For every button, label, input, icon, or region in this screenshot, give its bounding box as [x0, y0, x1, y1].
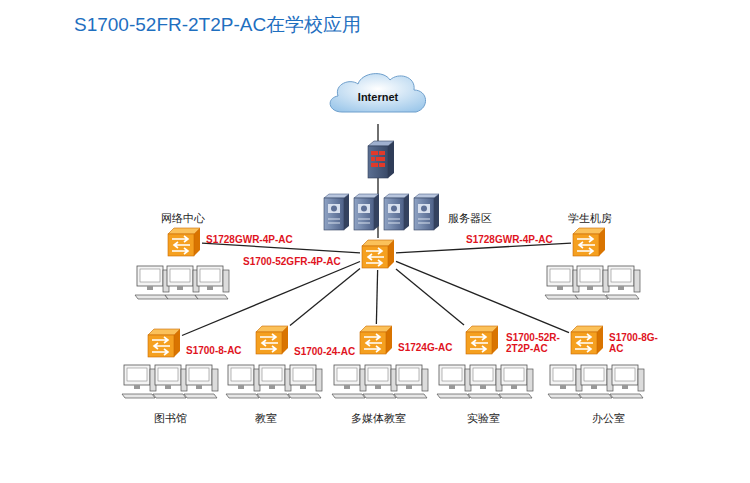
switch-node: S1728GWR-4P-AC: [166, 226, 202, 258]
switch-node: S1724G-AC: [358, 324, 394, 356]
cloud-node: Internet: [322, 66, 434, 124]
cloud-label: Internet: [322, 91, 434, 103]
network-link: [290, 269, 360, 326]
model-label: S1724G-AC: [398, 342, 452, 353]
server-group: [324, 194, 439, 230]
switch-icon: [254, 324, 290, 356]
network-link: [376, 270, 377, 324]
switch-node: S1728GWR-4P-AC: [571, 226, 607, 258]
pc-group: [122, 266, 644, 398]
switch-node: S1700-24-AC: [254, 324, 290, 356]
place-label: 图书馆: [154, 411, 187, 426]
place-label: 教室: [255, 411, 277, 426]
model-label: S1700-24-AC: [294, 346, 355, 357]
place-label: 实验室: [467, 411, 500, 426]
network-link: [396, 269, 464, 325]
place-label: 网络中心: [161, 211, 205, 226]
switch-icon: [166, 226, 202, 258]
network-link: [182, 261, 360, 335]
place-label: 服务器区: [448, 211, 492, 226]
switch-icon: [569, 324, 605, 356]
place-label: 办公室: [592, 411, 625, 426]
model-label: S1700-8-AC: [186, 345, 242, 356]
switch-icon: [358, 324, 394, 356]
switch-icon: [146, 327, 182, 359]
place-label: 学生机房: [568, 211, 612, 226]
model-label: S1728GWR-4P-AC: [466, 234, 553, 245]
switch-icon: [571, 226, 607, 258]
switch-node: S1700-52GFR-4P-AC: [360, 238, 396, 270]
switch-icon: [360, 238, 396, 270]
model-label: S1700-52R-2T2P-AC: [506, 332, 564, 354]
model-label: S1700-8G-AC: [609, 332, 661, 354]
switch-icon: [464, 324, 500, 356]
diagram-title: S1700-52FR-2T2P-AC在学校应用: [74, 12, 361, 38]
network-link: [396, 261, 569, 332]
switch-node: S1700-8G-AC: [569, 324, 605, 356]
model-label: S1728GWR-4P-AC: [206, 234, 293, 245]
switch-node: S1700-52R-2T2P-AC: [464, 324, 500, 356]
switch-node: S1700-8-AC: [146, 327, 182, 359]
place-label: 多媒体教室: [351, 411, 406, 426]
firewall-icon: [368, 141, 394, 178]
model-label: S1700-52GFR-4P-AC: [243, 256, 341, 267]
